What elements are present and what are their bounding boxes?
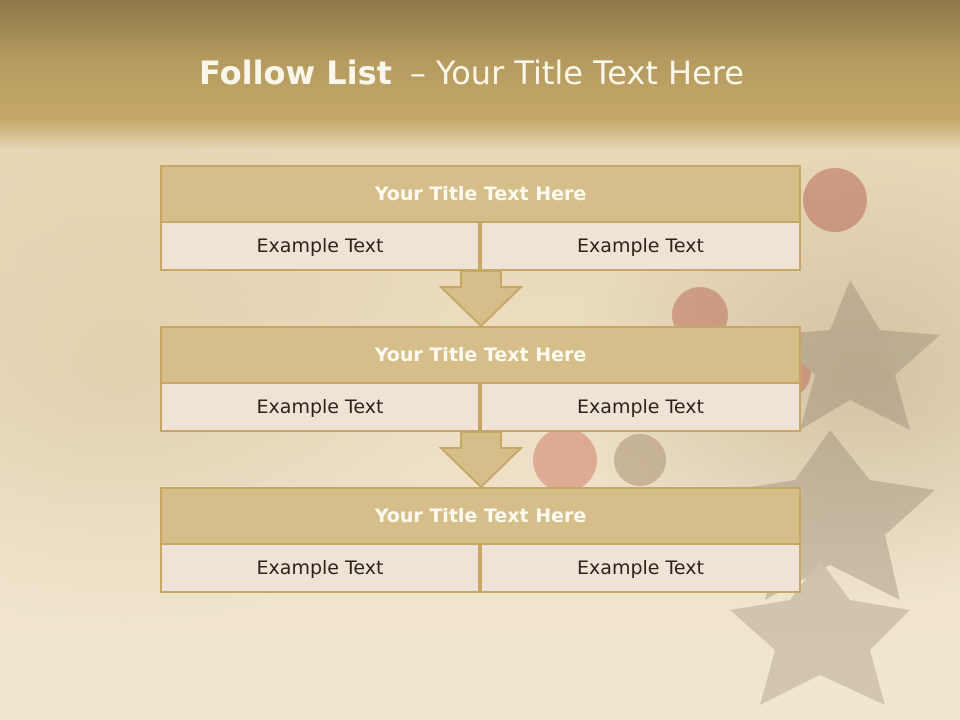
ornament-ball: [614, 434, 666, 486]
list-block-3: Your Title Text Here Example Text Exampl…: [160, 487, 801, 593]
title-bold: Follow List: [199, 54, 392, 92]
list-block-2: Your Title Text Here Example Text Exampl…: [160, 326, 801, 432]
star-ornament: [730, 560, 910, 705]
ornament-ball: [533, 428, 597, 492]
list-block-1: Your Title Text Here Example Text Exampl…: [160, 165, 801, 271]
block-title: Your Title Text Here: [160, 487, 801, 545]
block-text-left: Example Text: [160, 382, 480, 432]
title-dash: –: [409, 54, 426, 92]
block-text-right: Example Text: [480, 221, 801, 271]
block-text-right: Example Text: [480, 382, 801, 432]
block-title: Your Title Text Here: [160, 326, 801, 384]
down-arrow-icon: [439, 271, 523, 327]
down-arrow-icon: [439, 432, 523, 488]
ornament-ball: [803, 168, 867, 232]
block-text-right: Example Text: [480, 543, 801, 593]
header-band: [0, 0, 960, 150]
block-title: Your Title Text Here: [160, 165, 801, 223]
page-title: Follow List–Your Title Text Here: [0, 54, 943, 92]
title-rest: Your Title Text Here: [435, 54, 744, 92]
block-text-left: Example Text: [160, 221, 480, 271]
block-text-left: Example Text: [160, 543, 480, 593]
star-ornament: [770, 280, 940, 430]
